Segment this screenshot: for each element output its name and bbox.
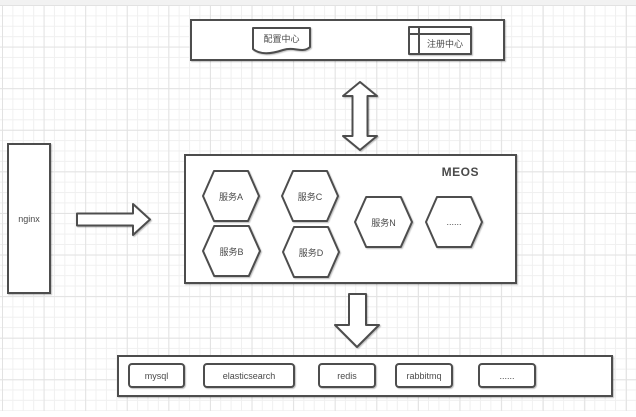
storage-item-mysql[interactable]: mysql <box>128 363 185 388</box>
service-d-hexagon[interactable]: 服务D <box>282 226 340 278</box>
registry-center-shape[interactable]: 注册中心 <box>408 26 472 55</box>
hexagon-icon <box>425 196 483 248</box>
hexagon-icon <box>354 196 413 248</box>
document-icon <box>252 27 311 55</box>
service-label: 服务C <box>297 191 323 202</box>
config-center-label: 配置中心 <box>263 34 300 45</box>
service-c-hexagon[interactable]: 服务C <box>281 170 339 222</box>
registry-center-label: 注册中心 <box>426 38 463 49</box>
storage-item-rabbitmq[interactable]: rabbitmq <box>395 363 453 388</box>
service-label: 服务N <box>371 217 396 228</box>
bidirectional-arrow[interactable] <box>342 81 378 151</box>
grid-canvas <box>0 5 636 411</box>
service-label: 服务D <box>298 247 324 258</box>
service-b-hexagon[interactable]: 服务B <box>202 225 261 277</box>
hexagon-icon <box>281 170 339 222</box>
nginx-box[interactable]: nginx <box>7 143 51 294</box>
nginx-to-meos-arrow[interactable] <box>76 203 151 236</box>
storage-item-elasticsearch[interactable]: elasticsearch <box>203 363 295 388</box>
meos-label: MEOS <box>441 165 479 179</box>
service-n-hexagon[interactable]: 服务N <box>354 196 413 248</box>
service-label: 服务B <box>219 246 244 257</box>
service-label: 服务A <box>218 191 243 202</box>
nginx-label: nginx <box>18 213 40 224</box>
service-label: ...... <box>446 217 462 227</box>
service-more-hexagon[interactable]: ...... <box>425 196 483 248</box>
hexagon-icon <box>202 170 260 222</box>
service-a-hexagon[interactable]: 服务A <box>202 170 260 222</box>
table-icon <box>408 26 472 55</box>
config-center-shape[interactable]: 配置中心 <box>252 27 311 56</box>
storage-item-more[interactable]: ...... <box>478 363 536 388</box>
hexagon-icon <box>282 226 340 278</box>
storage-item-redis[interactable]: redis <box>318 363 376 388</box>
canvas-edge-strip <box>0 0 636 5</box>
meos-to-storage-arrow[interactable] <box>334 293 380 349</box>
hexagon-icon <box>202 225 261 277</box>
